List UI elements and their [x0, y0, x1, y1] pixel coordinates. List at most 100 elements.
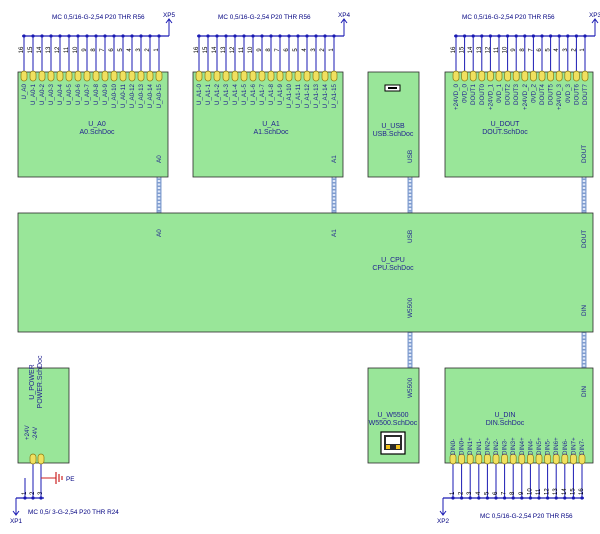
usb-icon-slot [388, 87, 397, 89]
din-designator: U_DIN [494, 412, 515, 419]
xp5-pin-number: 13 [46, 46, 52, 53]
sheet-a1-entry-pin [303, 70, 311, 82]
xp3-pin-number: 7 [528, 48, 534, 52]
sheet-dout-entry-pin [555, 70, 563, 82]
a0-pin-label: U_A0-13 [138, 83, 145, 108]
sheet-dout-entry-pin [521, 70, 529, 82]
w5500-designator: U_W5500 [377, 412, 408, 419]
xp3-pin-number: 4 [554, 48, 560, 52]
dout-pin-label: DOUT6 [573, 83, 580, 105]
a0-pin-label: U_A0-12 [129, 83, 136, 108]
a0-pin-label: U_A0-8 [93, 83, 100, 105]
a0-pin-label: U_A0-2 [39, 83, 46, 105]
xp5-pin-number: 6 [109, 48, 115, 52]
xp3-pin-number: 14 [468, 46, 474, 53]
xp2-pin-number: 13 [553, 488, 559, 495]
xp3-pin-number: 6 [537, 48, 543, 52]
sheet-a0-entry-pin [65, 70, 73, 82]
din-pin-label: DIN3- [502, 439, 509, 455]
power-entry-pin [37, 453, 45, 465]
sheet-a0-entry-pin [74, 70, 82, 82]
a1-pin-label: U_A1-10 [286, 83, 293, 108]
a0-pin-label: U_A0-10 [111, 83, 118, 108]
xp5-part-label: MC 0,5/16-G-2,54 P20 THR R56 [52, 14, 145, 21]
cpu-port-usb: USB [407, 230, 414, 243]
a0-filename: A0.SchDoc [79, 129, 115, 136]
xp3-pin-number: 13 [477, 46, 483, 53]
xp5-pin-number: 16 [19, 46, 25, 53]
sheet-din-entry-pin [552, 453, 560, 465]
power-pin-label: +24V [24, 425, 31, 440]
sheet-a1-entry-pin [213, 70, 221, 82]
sheet-dout-entry-pin [495, 70, 503, 82]
xp4-part-label: MC 0,5/16-G-2,54 P20 THR R56 [218, 14, 311, 21]
dout-pin-label: DOUT5 [548, 83, 555, 105]
xp1-arrow-icon [12, 510, 20, 516]
sheet-a1-entry-pin [294, 70, 302, 82]
sheet-din-entry-pin [458, 453, 465, 465]
a0-designator: U_A0 [88, 121, 106, 128]
power-entry-pin [29, 453, 37, 465]
a1-designator: U_A1 [262, 121, 280, 128]
xp2-pin-number: 1 [450, 491, 456, 495]
rj45-led-left [386, 445, 390, 449]
sheet-a0-entry-pin [146, 70, 154, 82]
sheet-a1-entry-pin [195, 70, 203, 82]
din-pin-label: DIN0- [450, 439, 457, 455]
dout-pin-label: DOUT4 [539, 83, 546, 105]
a1-pin-label: U_A1-0 [196, 83, 203, 105]
xp2-part-label: MC 0,5/16-G-2,54 P20 THR R56 [480, 513, 573, 520]
sheet-dout-entry-pin [478, 70, 486, 82]
sheet-dout-entry-pin [504, 70, 511, 82]
din-pin-label: DIN6- [562, 439, 569, 455]
a0-pin-label: U_A0-7 [84, 83, 91, 105]
xp5-designator: XP5 [163, 12, 176, 19]
xp4-pin-number: 8 [266, 48, 272, 52]
sheet-din-entry-pin [518, 453, 526, 465]
dout-filename: DOUT.SchDoc [482, 129, 528, 136]
sheet-a1-entry-pin [240, 70, 248, 82]
xp2-pin-number: 9 [519, 491, 525, 495]
dout-pin-label: DOUT3 [513, 83, 520, 105]
xp3-pin-number: 2 [571, 48, 577, 52]
dout-pin-label: DOUT0 [479, 83, 486, 105]
sheet-din-entry-pin [492, 453, 500, 465]
a0-port-label: A0 [156, 155, 163, 163]
a1-pin-label: U_A1-4 [232, 83, 239, 105]
sheet-a0-entry-pin [83, 70, 91, 82]
xp2-pin-number: 5 [484, 491, 490, 495]
xp2-pin-number: 8 [510, 491, 516, 495]
xp4-pin-number: 2 [320, 48, 326, 52]
a1-pin-label: U_A1-3 [223, 83, 230, 105]
cpu-designator: U_CPU [381, 257, 405, 264]
sheet-dout-entry-pin [530, 70, 537, 82]
xp4-pin-number: 16 [194, 46, 200, 53]
dout-pin-label: 0VD_1 [496, 83, 503, 102]
xp2-designator: XP2 [437, 518, 450, 525]
xp4-designator: XP4 [338, 12, 351, 19]
sheet-a0-entry-pin [47, 70, 55, 82]
sheet-din-entry-pin [484, 453, 491, 465]
sheet-dout [444, 71, 594, 178]
xp3-pin-number: 3 [563, 48, 569, 52]
sheet-dout-entry-pin [547, 70, 554, 82]
sheet-din-entry-pin [561, 453, 569, 465]
power-filename: POWER.SchDoc [37, 355, 44, 408]
w5500-port-label: W5500 [407, 377, 414, 398]
sheet-din-entry-pin [509, 453, 517, 465]
dout-pin-label: DOUT1 [470, 83, 477, 105]
cpu-port-w5500: W5500 [407, 297, 414, 318]
a1-pin-label: U_A1-8 [268, 83, 275, 105]
sheet-a1-entry-pin [222, 70, 230, 82]
a0-pin-label: U_A0-9 [102, 83, 109, 105]
din-pin-label: DIN4+ [519, 437, 526, 455]
sheet-a0 [17, 71, 169, 178]
sheet-a0-entry-pin [29, 70, 37, 82]
xp4-pin-number: 12 [230, 46, 236, 53]
xp3-pin-number: 16 [451, 46, 457, 53]
sheet-a0-entry-pin [38, 70, 46, 82]
xp5-pin-number: 4 [127, 48, 133, 52]
xp3-pin-number: 9 [511, 48, 517, 52]
a0-pin-label: U_A0-3 [48, 83, 55, 105]
